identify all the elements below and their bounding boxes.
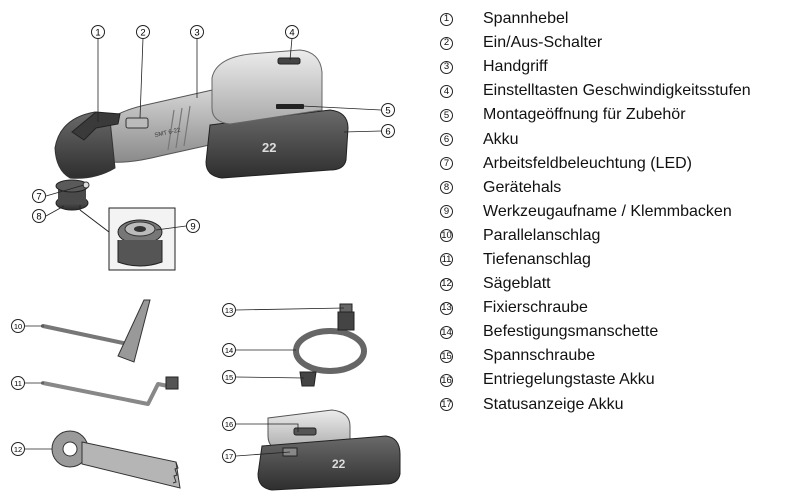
svg-text:6: 6 — [385, 127, 390, 138]
legend-number: 4 — [440, 85, 453, 98]
legend-label: Gerätehals — [483, 180, 561, 196]
callout-15: 15 — [223, 371, 236, 384]
battery-drawing: 22 — [258, 410, 400, 490]
legend-number: 1 — [440, 13, 453, 26]
svg-text:2: 2 — [140, 28, 145, 39]
svg-text:8: 8 — [36, 212, 41, 223]
parallel-stop-drawing — [43, 300, 150, 362]
tool-holder-detail — [80, 205, 175, 270]
legend-label: Montageöffnung für Zubehör — [483, 107, 686, 123]
legend-label: Statusanzeige Akku — [483, 397, 624, 413]
callout-6: 6 — [382, 125, 395, 138]
callout-8: 8 — [33, 210, 46, 223]
legend-number: 11 — [440, 253, 453, 266]
legend-item: 11 Tiefenanschlag — [440, 248, 751, 272]
legend-number: 2 — [440, 37, 453, 50]
callout-12: 12 — [12, 443, 25, 456]
legend-label: Spannschraube — [483, 348, 595, 364]
legend-label: Handgriff — [483, 59, 548, 75]
svg-text:14: 14 — [225, 346, 233, 355]
svg-text:10: 10 — [14, 322, 22, 331]
battery-marking: 22 — [262, 140, 276, 155]
legend-label: Tiefenanschlag — [483, 252, 591, 268]
depth-stop-drawing — [43, 377, 178, 404]
legend-item: 13 Fixierschraube — [440, 296, 751, 320]
callout-10: 10 — [12, 320, 25, 333]
legend-label: Arbeitsfeldbeleuchtung (LED) — [483, 156, 692, 172]
legend-item: 2 Ein/Aus-Schalter — [440, 31, 751, 55]
legend-number: 15 — [440, 350, 453, 363]
svg-text:15: 15 — [225, 373, 233, 382]
legend-item: 12 Sägeblatt — [440, 272, 751, 296]
legend-item: 7 Arbeitsfeldbeleuchtung (LED) — [440, 152, 751, 176]
battery-small-marking: 22 — [332, 457, 346, 471]
svg-text:7: 7 — [36, 192, 41, 203]
callout-14: 14 — [223, 344, 236, 357]
legend-number: 7 — [440, 157, 453, 170]
legend-number: 3 — [440, 61, 453, 74]
legend-number: 9 — [440, 205, 453, 218]
legend-item: 8 Gerätehals — [440, 176, 751, 200]
legend-label: Akku — [483, 132, 519, 148]
legend-number: 10 — [440, 229, 453, 242]
svg-text:4: 4 — [289, 28, 294, 39]
svg-text:11: 11 — [14, 379, 22, 388]
callout-3: 3 — [191, 26, 204, 39]
callout-17: 17 — [223, 450, 236, 463]
legend-number: 13 — [440, 302, 453, 315]
callout-7: 7 — [33, 190, 46, 203]
callout-2: 2 — [137, 26, 150, 39]
legend-item: 4 Einstelltasten Geschwindigkeitsstufen — [440, 79, 751, 103]
legend-label: Fixierschraube — [483, 300, 588, 316]
legend-item: 10 Parallelanschlag — [440, 224, 751, 248]
callout-5: 5 — [382, 104, 395, 117]
legend-item: 17 Statusanzeige Akku — [440, 393, 751, 417]
saw-blade-drawing — [52, 431, 180, 488]
legend-label: Einstelltasten Geschwindigkeitsstufen — [483, 83, 751, 99]
svg-text:9: 9 — [190, 222, 195, 233]
legend-label: Parallelanschlag — [483, 228, 600, 244]
legend-label: Sägeblatt — [483, 276, 551, 292]
legend-number: 6 — [440, 133, 453, 146]
callout-11: 11 — [12, 377, 25, 390]
svg-text:3: 3 — [194, 28, 199, 39]
legend-number: 16 — [440, 374, 453, 387]
multitool-drawing: SMT 6-22 22 — [55, 50, 348, 210]
legend-label: Befestigungsmanschette — [483, 324, 658, 340]
svg-text:16: 16 — [225, 420, 233, 429]
legend-label: Werkzeugaufname / Klemmbacken — [483, 204, 732, 220]
legend-item: 16 Entriegelungstaste Akku — [440, 368, 751, 392]
callout-4: 4 — [286, 26, 299, 39]
callout-markers: 1 2 3 4 5 6 7 8 9 10 11 12 13 14 15 16 1… — [12, 26, 395, 463]
legend-item: 14 Befestigungsmanschette — [440, 320, 751, 344]
legend-number: 12 — [440, 278, 453, 291]
svg-text:12: 12 — [14, 445, 22, 454]
svg-text:1: 1 — [95, 28, 100, 39]
legend-item: 6 Akku — [440, 127, 751, 151]
legend-label: Entriegelungstaste Akku — [483, 372, 655, 388]
legend-number: 8 — [440, 181, 453, 194]
legend-item: 5 Montageöffnung für Zubehör — [440, 103, 751, 127]
svg-text:13: 13 — [225, 306, 233, 315]
legend-item: 1 Spannhebel — [440, 7, 751, 31]
callout-1: 1 — [92, 26, 105, 39]
legend-number: 5 — [440, 109, 453, 122]
legend-item: 15 Spannschraube — [440, 344, 751, 368]
legend-item: 3 Handgriff — [440, 55, 751, 79]
legend-label: Spannhebel — [483, 11, 568, 27]
legend-number: 14 — [440, 326, 453, 339]
callout-9: 9 — [187, 220, 200, 233]
parts-legend: 1 Spannhebel 2 Ein/Aus-Schalter 3 Handgriff… — [440, 7, 751, 417]
svg-text:17: 17 — [225, 452, 233, 461]
legend-number: 17 — [440, 398, 453, 411]
svg-text:5: 5 — [385, 106, 390, 117]
clamp-collar-drawing — [296, 304, 364, 386]
callout-16: 16 — [223, 418, 236, 431]
legend-label: Ein/Aus-Schalter — [483, 35, 602, 51]
legend-item: 9 Werkzeugaufname / Klemmbacken — [440, 200, 751, 224]
callout-13: 13 — [223, 304, 236, 317]
